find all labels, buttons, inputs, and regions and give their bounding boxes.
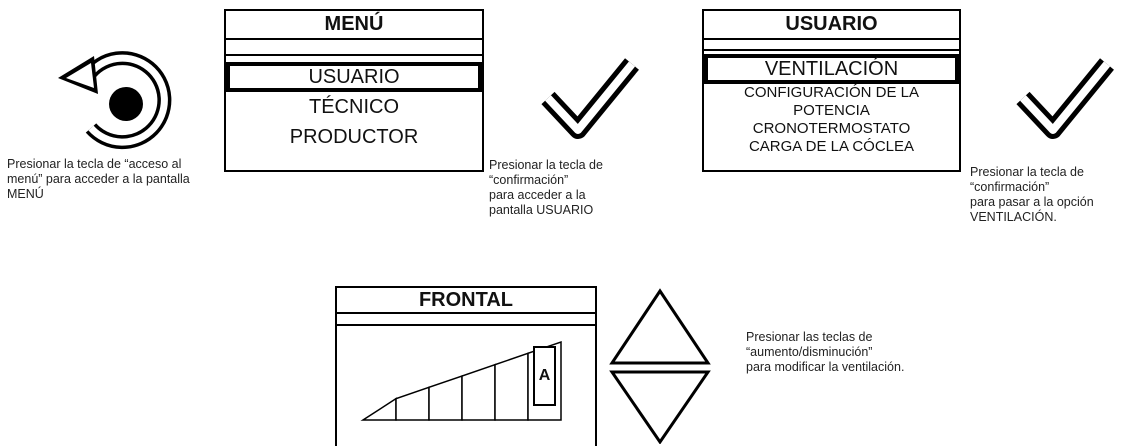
level-bar-5 <box>494 352 529 421</box>
step4-caption-line: “aumento/disminución” <box>746 345 873 359</box>
step2-caption-line: pantalla USUARIO <box>489 203 594 217</box>
step2-caption-line: para acceder a la <box>489 188 586 202</box>
user-screen-title: USUARIO <box>704 11 959 40</box>
user-item[interactable]: CRONOTERMOSTATO <box>752 120 911 137</box>
step3-caption-line: “confirmación” <box>970 180 1050 194</box>
step3-caption-line: Presionar la tecla de <box>970 165 1084 179</box>
step4-caption: Presionar las teclas de “aumento/disminu… <box>746 330 946 375</box>
level-bar-2 <box>395 386 430 421</box>
menu-item-tecnico[interactable]: TÉCNICO <box>309 96 399 118</box>
step2-caption: Presionar la tecla de “confirmación” par… <box>489 158 669 218</box>
step2-caption-line: Presionar la tecla de <box>489 158 603 172</box>
auto-mode-label: A <box>538 367 551 384</box>
level-bar-3 <box>428 374 463 421</box>
step3-caption: Presionar la tecla de “confirmación” par… <box>970 165 1129 225</box>
arrow-up-icon[interactable] <box>608 287 712 367</box>
user-item[interactable]: POTENCIA <box>793 102 870 119</box>
user-item[interactable]: CONFIGURACIÓN DE LA <box>743 84 920 101</box>
user-item[interactable]: CARGA DE LA CÓCLEA <box>748 138 915 155</box>
checkmark-icon[interactable] <box>540 50 640 140</box>
arrow-down-icon[interactable] <box>608 368 712 444</box>
user-screen: USUARIO VENTILACIÓN CONFIGURACIÓN DE LA … <box>702 9 961 172</box>
menu-access-icon[interactable] <box>48 42 188 152</box>
step2-caption-line: “confirmación” <box>489 173 569 187</box>
ventilation-level-graphic <box>360 340 562 421</box>
step3-caption-line: VENTILACIÓN. <box>970 210 1057 224</box>
level-bar-4 <box>461 363 496 421</box>
step4-caption-line: Presionar las teclas de <box>746 330 873 344</box>
front-screen-title: FRONTAL <box>337 288 595 314</box>
step3-caption-line: para pasar a la opción <box>970 195 1094 209</box>
checkmark-icon[interactable] <box>1015 50 1115 140</box>
level-bar-1 <box>360 397 397 421</box>
menu-screen-title: MENÚ <box>226 11 482 40</box>
menu-screen: MENÚ USUARIO TÉCNICO PRODUCTOR <box>224 9 484 172</box>
menu-item-usuario[interactable]: USUARIO <box>226 62 482 92</box>
step4-caption-line: para modificar la ventilación. <box>746 360 905 374</box>
step1-caption: Presionar la tecla de “acceso al menú” p… <box>7 157 190 201</box>
auto-mode-badge: A <box>533 346 556 406</box>
front-screen: FRONTAL A <box>335 286 597 446</box>
menu-item-productor[interactable]: PRODUCTOR <box>289 126 419 148</box>
user-item-ventilacion[interactable]: VENTILACIÓN <box>704 54 959 84</box>
